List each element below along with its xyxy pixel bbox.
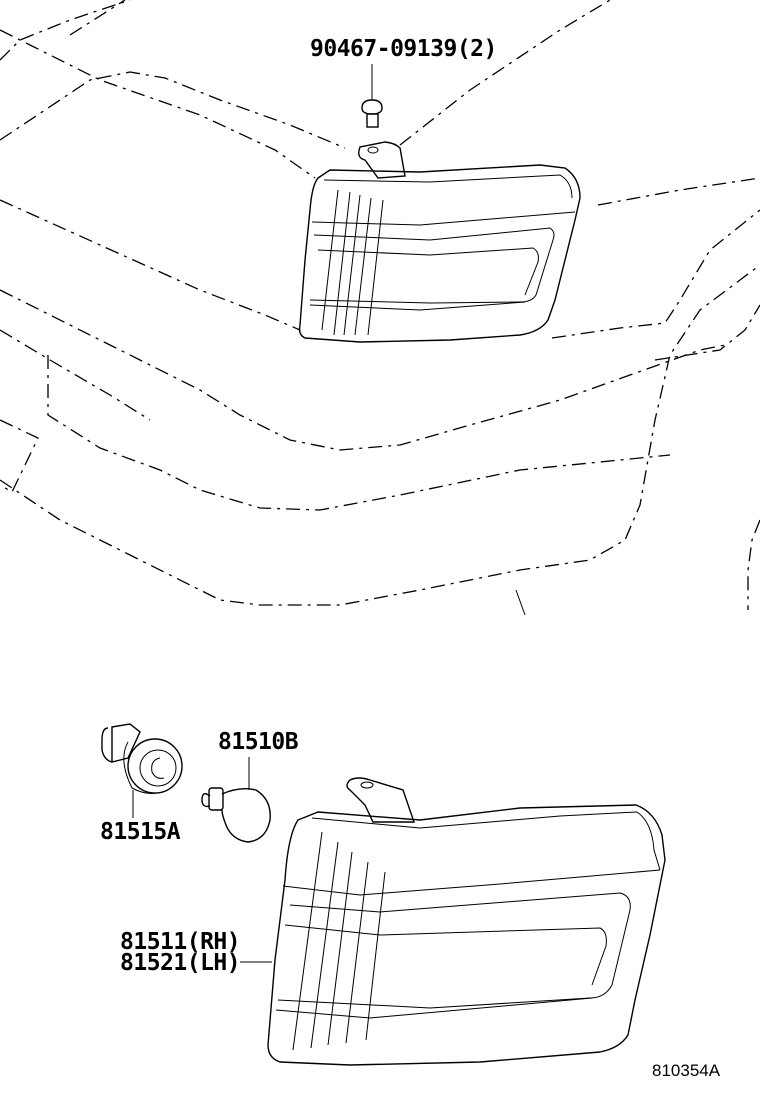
vehicle-body-outline	[0, 0, 760, 616]
callout-lamp-rh-part-number[interactable]: 81511(RH)	[120, 929, 241, 955]
installed-lamp-illustration	[298, 141, 581, 343]
socket-icon	[101, 723, 183, 818]
bolt-icon	[361, 64, 383, 128]
bulb-icon	[201, 757, 271, 843]
lamp-assembly-illustration	[240, 777, 666, 1066]
callout-lamp-lh-part-number[interactable]: 81521(LH)	[120, 950, 241, 976]
callout-bolt-part-number[interactable]: 90467-09139(2)	[310, 36, 497, 62]
callout-socket-part-number[interactable]: 81515A	[100, 819, 181, 845]
callout-bulb-part-number[interactable]: 81510B	[218, 729, 299, 755]
illustration-reference-number: 810354A	[652, 1061, 721, 1080]
